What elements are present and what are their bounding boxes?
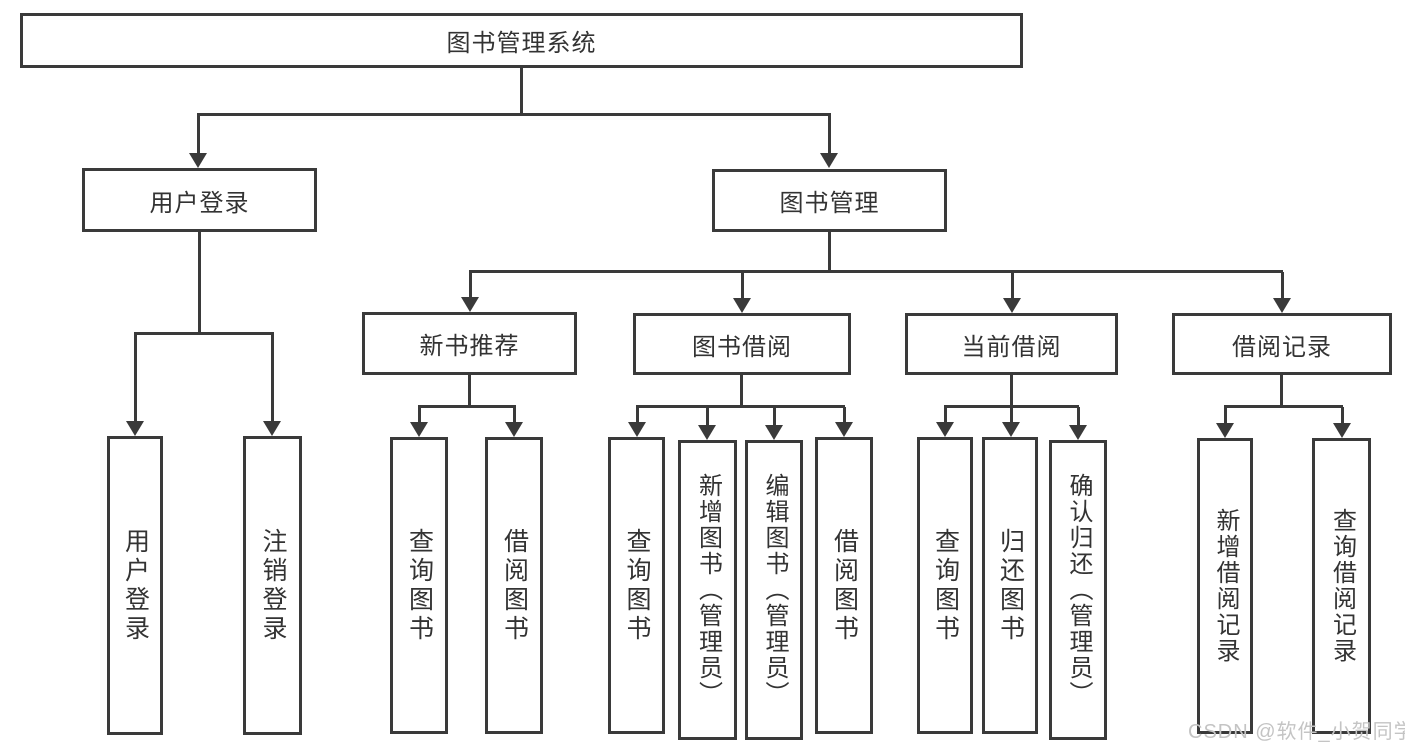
connector-level2-bar [197, 113, 831, 116]
connector-mgmt-stub [828, 232, 831, 273]
arrow-records-leaf1-icon [1216, 407, 1234, 438]
node-user-login: 用户登录 [82, 168, 317, 232]
leaf-current-return-books: 归还图书 [982, 437, 1038, 734]
connector-records-bar [1224, 405, 1343, 408]
leaf-recommend-borrow-books: 借阅图书 [485, 437, 543, 734]
csdn-watermark: CSDN @软件_小贺同学 [1188, 721, 1405, 743]
node-new-book-recommend: 新书推荐 [362, 312, 577, 375]
node-book-mgmt: 图书管理 [712, 169, 947, 232]
arrow-to-current-icon [1003, 272, 1021, 313]
node-book-borrow: 图书借阅 [633, 313, 851, 375]
connector-root-stub [520, 68, 523, 116]
connector-login-stub [198, 232, 201, 335]
leaf-current-query-books: 查询图书 [917, 437, 973, 734]
node-current-borrow: 当前借阅 [905, 313, 1118, 375]
leaf-recommend-query-books: 查询图书 [390, 437, 448, 734]
connector-recommend-stub [468, 375, 471, 407]
connector-login-bar [134, 332, 274, 335]
arrow-to-borrow-icon [733, 272, 751, 313]
leaf-borrow-query-books: 查询图书 [608, 437, 665, 734]
arrow-to-records-icon [1273, 272, 1291, 313]
leaf-borrow-add-books-admin: 新增图书（管理员） [678, 440, 737, 740]
leaf-records-add-record: 新增借阅记录 [1197, 438, 1253, 734]
arrow-borrow-leaf3-icon [765, 407, 783, 440]
leaf-user-login: 用户登录 [107, 436, 163, 735]
arrow-recommend-leaf1-icon [410, 407, 428, 437]
connector-current-stub [1010, 375, 1013, 407]
arrow-to-leaf-user-login-icon [126, 334, 144, 436]
arrow-borrow-leaf1-icon [628, 407, 646, 437]
arrow-recommend-leaf2-icon [505, 407, 523, 437]
connector-level3-bar [469, 270, 1283, 273]
arrow-to-recommend-icon [461, 272, 479, 312]
connector-recommend-bar [418, 405, 516, 408]
arrow-current-leaf1-icon [936, 407, 954, 437]
leaf-borrow-borrow-books: 借阅图书 [815, 437, 873, 734]
node-borrow-records: 借阅记录 [1172, 313, 1392, 375]
arrow-current-leaf2-icon [1002, 407, 1020, 437]
node-library-system: 图书管理系统 [20, 13, 1023, 68]
connector-current-bar [944, 405, 1079, 408]
arrow-current-leaf3-icon [1069, 407, 1087, 440]
arrow-to-book-mgmt-icon [820, 115, 838, 168]
leaf-current-confirm-return-admin: 确认归还（管理员） [1049, 440, 1107, 740]
arrow-to-user-login-icon [189, 115, 207, 168]
arrow-borrow-leaf2-icon [698, 407, 716, 440]
connector-borrow-stub [740, 375, 743, 407]
arrow-borrow-leaf4-icon [835, 407, 853, 437]
leaf-records-query-record: 查询借阅记录 [1312, 438, 1371, 734]
connector-records-stub [1280, 375, 1283, 407]
arrow-to-leaf-logout-icon [263, 334, 281, 436]
leaf-borrow-edit-books-admin: 编辑图书（管理员） [745, 440, 803, 740]
leaf-logout: 注销登录 [243, 436, 302, 735]
connector-borrow-bar [636, 405, 845, 408]
arrow-records-leaf2-icon [1333, 407, 1351, 438]
